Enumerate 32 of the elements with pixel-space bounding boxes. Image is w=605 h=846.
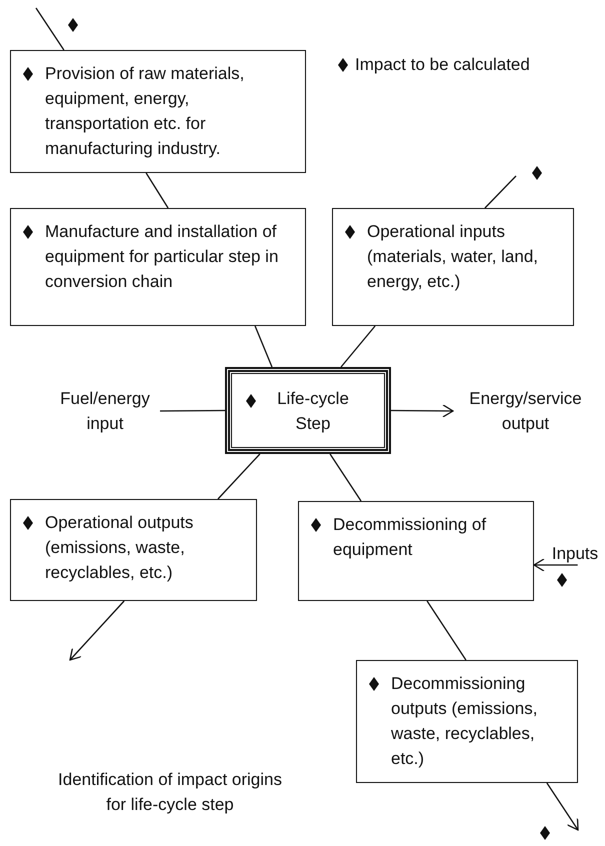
connector-line [35, 8, 64, 50]
node-text: Fuel/energy input [59, 388, 151, 435]
connector-line [340, 326, 376, 368]
connector-line [484, 176, 516, 208]
node-text: Manufacture and installation of equipment for particular step in conversion chain [45, 221, 280, 293]
node-text: Energy/service output [468, 388, 583, 435]
process-box [10, 50, 306, 173]
process-box [10, 208, 306, 326]
node-text: Inputs [550, 543, 600, 565]
connector-line [160, 410, 225, 412]
node-text: Decommissioning outputs (emissions, waste, recyclables, etc.) [391, 673, 538, 770]
process-box [332, 208, 574, 326]
process-box [10, 499, 257, 601]
node-text: Operational inputs (materials, water, land, energy, etc.) [367, 221, 540, 293]
arrow [69, 600, 125, 661]
arrow [391, 404, 454, 418]
node-text: Operational outputs (emissions, waste, recyclables, etc.) [45, 512, 194, 584]
connector-line [426, 600, 466, 660]
process-box [298, 501, 534, 601]
connector-line [330, 454, 362, 502]
step-box [225, 367, 391, 454]
arrow [546, 782, 579, 831]
process-box [356, 660, 578, 783]
connector-line [254, 326, 273, 368]
node-text: Decommissioning of equipment [333, 514, 488, 561]
node-text: Provision of raw materials, equipment, energy, transportation etc. for manufacturing industry. [45, 63, 246, 160]
connector-line [146, 172, 169, 208]
caption: Identification of impact origins for life-cycle step [57, 769, 283, 816]
connector-line [218, 454, 260, 500]
node-text: Life-cycle Step [276, 388, 350, 434]
legend-text: Impact to be calculated [355, 54, 530, 76]
arrow [533, 558, 578, 572]
